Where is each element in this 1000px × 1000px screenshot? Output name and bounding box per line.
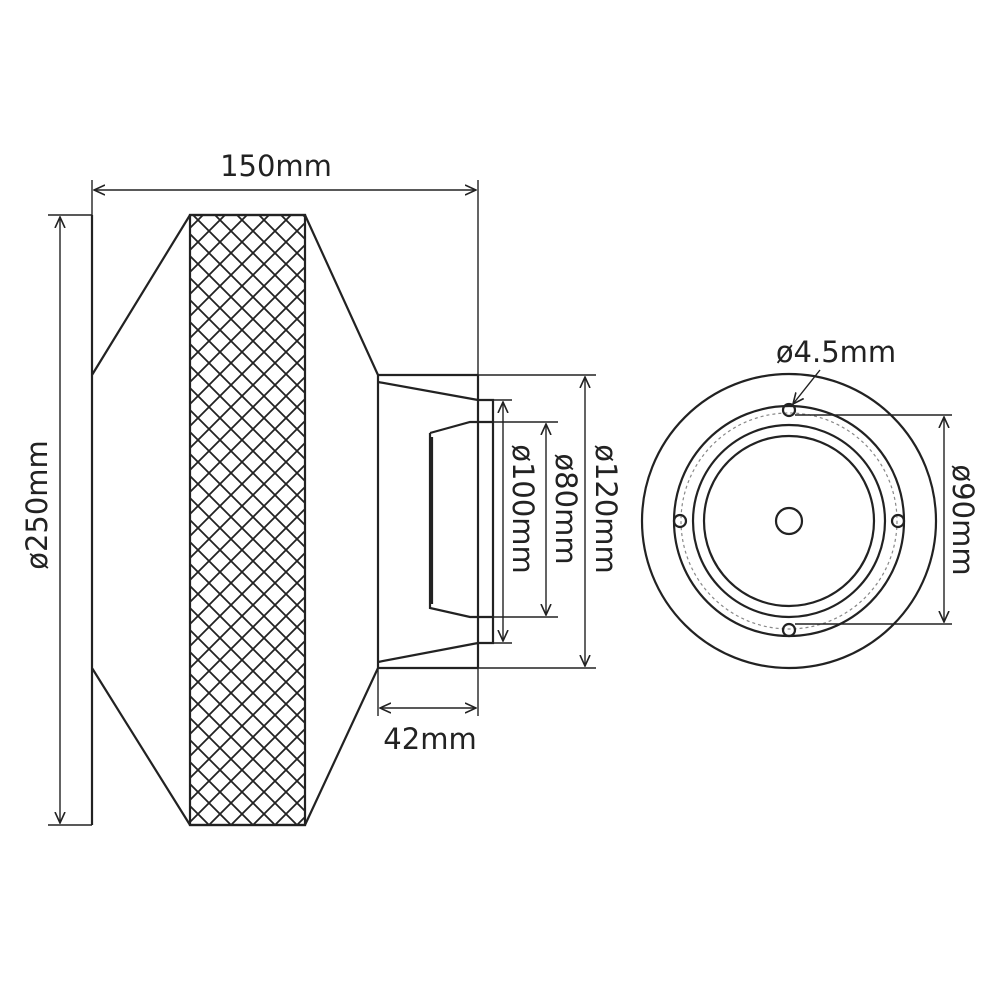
bolt-circle-extension-lines — [795, 414, 952, 625]
bolt-hole-leader — [793, 369, 821, 404]
length-label: 150mm — [220, 149, 332, 183]
bolt-hole-diameter-label: ø4.5mm — [776, 335, 896, 369]
bolt-hole-right — [890, 513, 906, 529]
outlet-flange — [377, 373, 495, 670]
bolt-hole-bottom — [781, 622, 797, 638]
center-hole — [774, 506, 804, 536]
mesh-band — [188, 213, 307, 827]
body-diameter-label: ø250mm — [20, 440, 54, 570]
bolt-hole-top — [781, 402, 797, 418]
extension-lines — [48, 180, 596, 826]
inner-pipe — [428, 420, 493, 619]
pipe-diameter-label: ø80mm — [549, 453, 583, 564]
bolt-hole-left — [672, 513, 688, 529]
bore-diameter-label: ø100mm — [506, 444, 540, 574]
pipe-circle — [702, 434, 876, 608]
bolt-circle-diameter-label: ø90mm — [946, 464, 980, 575]
side-view — [48, 180, 596, 827]
flange-depth-label: 42mm — [383, 722, 476, 756]
bolt-circle — [680, 412, 898, 630]
flange-circle — [672, 404, 906, 638]
bore-circle — [691, 423, 887, 619]
end-view — [640, 369, 952, 670]
outer-circle — [640, 372, 938, 670]
flange-outer-diameter-label: ø120mm — [589, 444, 623, 574]
